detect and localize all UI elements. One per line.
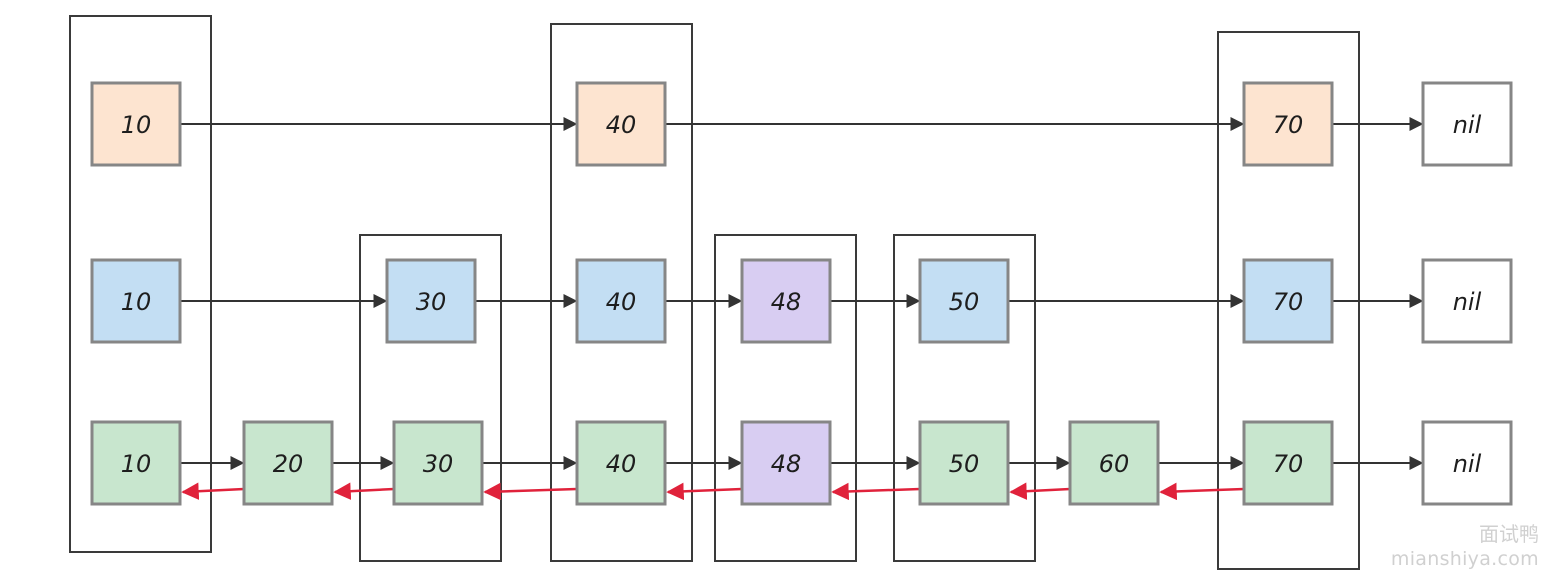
node-label: 60 xyxy=(1099,450,1130,478)
node-n10b: 10 xyxy=(90,258,182,344)
watermark-cn: 面试鸭 xyxy=(1479,522,1539,546)
node-label: nil xyxy=(1453,450,1482,478)
node-label: 40 xyxy=(606,288,637,316)
node-box xyxy=(90,81,182,167)
node-n48c: 48 xyxy=(740,420,832,506)
node-label: 70 xyxy=(1273,450,1304,478)
node-n10a: 10 xyxy=(90,81,182,167)
node-label: 50 xyxy=(949,450,980,478)
node-label: 70 xyxy=(1273,288,1304,316)
node-box xyxy=(575,81,667,167)
watermark-url: mianshiya.com xyxy=(1390,548,1539,570)
column-frame-c10 xyxy=(69,15,212,553)
links xyxy=(180,117,1424,501)
node-label: 10 xyxy=(121,288,152,316)
node-label: 70 xyxy=(1273,111,1304,139)
node-box xyxy=(918,258,1010,344)
node-label: 48 xyxy=(771,450,802,478)
column-frame-c50 xyxy=(893,234,1036,562)
node-label: 40 xyxy=(606,111,637,139)
node-n20c: 20 xyxy=(242,420,334,506)
node-box xyxy=(242,420,334,506)
node-n40a: 40 xyxy=(575,81,667,167)
column-frame-c48 xyxy=(714,234,857,562)
node-n48b: 48 xyxy=(740,258,832,344)
backward-link-n50c-n48c xyxy=(831,482,921,501)
node-box xyxy=(90,258,182,344)
node-box xyxy=(575,258,667,344)
backward-link-n40c-n30c xyxy=(483,482,578,501)
node-n50b: 50 xyxy=(918,258,1010,344)
node-box xyxy=(392,420,484,506)
node-n60c: 60 xyxy=(1068,420,1160,506)
node-label: 10 xyxy=(121,111,152,139)
column-frames xyxy=(69,15,1360,570)
node-n10c: 10 xyxy=(90,420,182,506)
node-n50c: 50 xyxy=(918,420,1010,506)
node-n40b: 40 xyxy=(575,258,667,344)
node-label: 30 xyxy=(416,288,447,316)
node-label: 40 xyxy=(606,450,637,478)
node-label: 30 xyxy=(423,450,454,478)
backward-link-n60c-n50c xyxy=(1009,482,1071,500)
node-box xyxy=(1421,420,1513,506)
node-label: 50 xyxy=(949,288,980,316)
node-box xyxy=(740,258,832,344)
node-n30c: 30 xyxy=(392,420,484,506)
node-box xyxy=(1242,420,1334,506)
nodes: 10 40 70 nil 10 30 40 48 50 70 nil 10 20 30 40 48 50 60 70… xyxy=(90,81,1513,506)
node-nnilc: nil xyxy=(1421,420,1513,506)
node-nnilb: nil xyxy=(1421,258,1513,344)
node-box xyxy=(1421,81,1513,167)
node-nnila: nil xyxy=(1421,81,1513,167)
node-box xyxy=(1421,258,1513,344)
node-box xyxy=(918,420,1010,506)
node-label: 10 xyxy=(121,450,152,478)
node-label: nil xyxy=(1453,111,1482,139)
node-n30b: 30 xyxy=(385,258,477,344)
node-n70b: 70 xyxy=(1242,258,1334,344)
backward-link-n48c-n40c xyxy=(666,482,743,501)
node-box xyxy=(575,420,667,506)
column-frame-c30 xyxy=(359,234,502,562)
node-label: nil xyxy=(1453,288,1482,316)
node-box xyxy=(90,420,182,506)
backward-link-n20c-n10c xyxy=(181,482,245,500)
backward-link-n30c-n20c xyxy=(333,482,395,500)
node-box xyxy=(1242,81,1334,167)
node-box xyxy=(385,258,477,344)
node-n40c: 40 xyxy=(575,420,667,506)
node-box xyxy=(740,420,832,506)
backward-link-n70c-n60c xyxy=(1159,482,1245,501)
node-label: 48 xyxy=(771,288,802,316)
node-n70a: 70 xyxy=(1242,81,1334,167)
node-label: 20 xyxy=(273,450,304,478)
column-frame-c40 xyxy=(550,23,693,562)
node-n70c: 70 xyxy=(1242,420,1334,506)
node-box xyxy=(1242,258,1334,344)
node-box xyxy=(1068,420,1160,506)
